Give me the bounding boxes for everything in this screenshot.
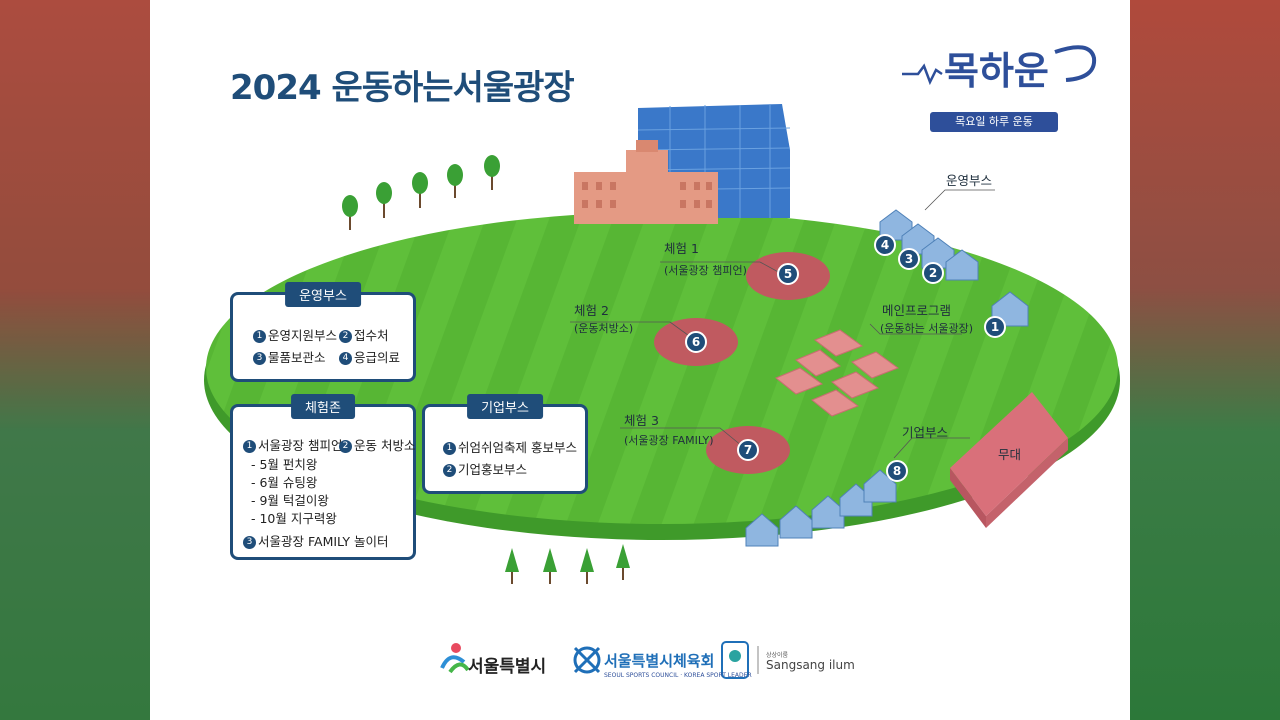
- footer-council-sub: SEOUL SPORTS COUNCIL · KOREA SPORT LEADE…: [604, 672, 752, 679]
- trees-bottom: [505, 544, 630, 584]
- background-right-blur: [1130, 0, 1280, 720]
- main-program-mats: [775, 329, 900, 417]
- footer-sangsang-small: 상상이룸: [766, 652, 789, 659]
- marker-8: 8: [886, 460, 908, 482]
- logo-mokhaun: 목하운: [944, 49, 1049, 93]
- footer-seoul: 서울특별시: [468, 657, 547, 677]
- experience-month-4: - 10월 지구력왕: [251, 511, 337, 526]
- footer-sangsang: Sangsang ilum: [766, 658, 855, 672]
- box-corporate-header: 기업부스: [467, 394, 543, 419]
- experience-month-1: - 5월 펀치왕: [251, 457, 318, 472]
- marker-4: 4: [874, 234, 896, 256]
- marker-7: 7: [737, 439, 759, 461]
- stage: [950, 392, 1068, 528]
- background-left-blur: [0, 0, 150, 720]
- poster-title: 2024 운동하는서울광장: [230, 68, 575, 108]
- label-ops-booth: 운영부스: [946, 173, 993, 188]
- label-exp2-sub: (운동처방소): [574, 322, 634, 335]
- label-stage: 무대: [998, 447, 1022, 462]
- corporate-booths: [745, 469, 897, 547]
- operation-booths: [879, 209, 1029, 327]
- logo-subtitle: 목요일 하루 운동: [930, 112, 1058, 132]
- marker-2: 2: [922, 262, 944, 284]
- marker-3: 3: [898, 248, 920, 270]
- experience-month-3: - 9월 턱걸이왕: [251, 493, 329, 508]
- old-city-hall-building: [574, 140, 718, 224]
- marker-6: 6: [685, 331, 707, 353]
- label-exp1-title: 체험 1: [664, 241, 699, 256]
- label-corp-booth: 기업부스: [902, 425, 949, 440]
- label-main-sub: (운동하는 서울광장): [880, 322, 974, 335]
- label-exp2-title: 체험 2: [574, 303, 609, 318]
- label-exp3-sub: (서울광장 FAMILY): [624, 434, 714, 447]
- label-exp3-title: 체험 3: [624, 413, 659, 428]
- label-main-title: 메인프로그램: [882, 303, 952, 318]
- box-experience-header: 체험존: [291, 394, 355, 419]
- marker-1: 1: [984, 316, 1006, 338]
- experience-month-2: - 6월 슈팅왕: [251, 475, 318, 490]
- box-operation-header: 운영부스: [285, 282, 361, 307]
- poster: 2024 운동하는서울광장 목하운 목요일 하루 운동 체험 1 (서울광장 챔…: [150, 0, 1130, 720]
- label-exp1-sub: (서울광장 챔피언): [664, 264, 747, 277]
- footer-council: 서울특별시체육회: [604, 652, 715, 670]
- trees-top: [342, 155, 500, 230]
- marker-5: 5: [777, 263, 799, 285]
